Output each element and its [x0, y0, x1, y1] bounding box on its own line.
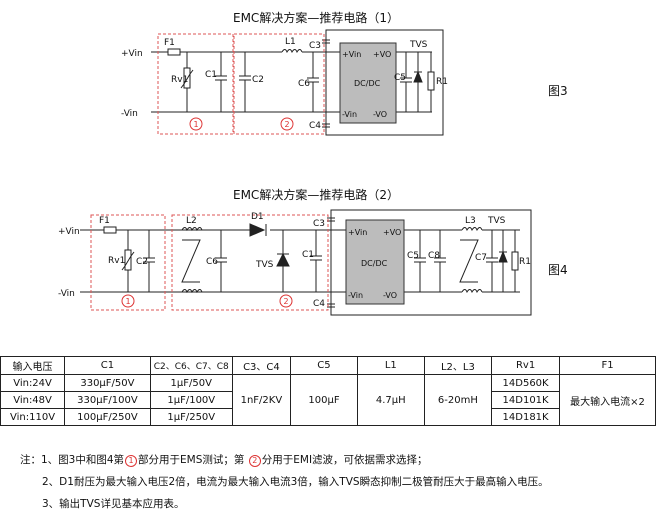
zone-1-number: 1 — [125, 297, 130, 306]
header-c3-c4: C3、C4 — [231, 356, 292, 375]
module-name: DC/DC — [361, 259, 388, 268]
header-f1: F1 — [559, 356, 656, 375]
note-2: 2、D1耐压为最大输入电压2倍，电流为最大输入电流3倍，输入TVS瞬态抑制二极管… — [42, 476, 549, 488]
figure-4-label: 图4 — [548, 263, 568, 277]
label-tvs: TVS — [409, 40, 428, 50]
label-l2: L2 — [186, 216, 197, 226]
label-c2: C2 — [136, 257, 148, 267]
note-1-part-b: 部分用于EMS测试；第 — [138, 454, 245, 466]
module-vo-pos: +VO — [373, 50, 391, 59]
label-c4: C4 — [309, 121, 321, 131]
cell-rv1: 14D101K — [491, 391, 561, 409]
label-vin-pos: +Vin — [58, 227, 80, 237]
zone-2-number: 2 — [284, 120, 289, 129]
zone-2-number: 2 — [283, 297, 288, 306]
cell-c5: 100μF — [290, 374, 358, 426]
header-rv1: Rv1 — [491, 356, 561, 375]
header-input-voltage: 输入电压 — [0, 356, 66, 375]
header-c5: C5 — [290, 356, 358, 375]
cell-f1: 最大输入电流×2 — [559, 374, 656, 426]
label-c5: C5 — [407, 251, 419, 261]
component-spec-table: 输入电压 C1 C2、C6、C7、C8 C3、C4 C5 L1 L2、L3 Rv… — [0, 356, 656, 426]
label-r1: R1 — [436, 77, 448, 87]
module-vin-pos: +Vin — [342, 50, 361, 59]
module-vo-neg: -VO — [383, 291, 397, 300]
table-row: Vin:48V 330μF/100V 1μF/100V 14D101K — [0, 391, 656, 409]
figure-1-title: EMC解决方案—推荐电路（1） — [233, 11, 399, 25]
zone-1-marker: 1 — [125, 455, 138, 467]
cell-c3-c4: 1nF/2KV — [231, 374, 292, 426]
label-tvs-in: TVS — [255, 260, 274, 270]
module-vo-neg: -VO — [373, 110, 387, 119]
note-3: 3、输出TVS详见基本应用表。 — [42, 498, 185, 510]
label-c8: C8 — [428, 251, 440, 261]
label-r1: R1 — [519, 257, 531, 267]
cell-input-voltage: Vin:110V — [0, 408, 66, 426]
module-vin-neg: -Vin — [348, 291, 363, 300]
label-f1: F1 — [164, 38, 175, 48]
label-c5: C5 — [394, 73, 406, 83]
label-c4: C4 — [313, 299, 325, 309]
module-name: DC/DC — [354, 79, 381, 88]
label-c1: C1 — [302, 250, 314, 260]
label-rv1: Rv1 — [108, 256, 125, 266]
cell-c1: 330μF/100V — [64, 391, 151, 409]
cell-c2-c6-c7-c8: 1μF/100V — [149, 391, 233, 409]
circuit-diagram-1: 1 2 +Vin -Vin F1 Rv1 C1 C2 L1 C6 C3 C4 +… — [121, 29, 448, 136]
cell-l1: 4.7μH — [356, 374, 425, 426]
label-c2: C2 — [252, 75, 264, 85]
module-vin-neg: -Vin — [342, 110, 357, 119]
label-d1: D1 — [251, 212, 264, 222]
header-l1: L1 — [356, 356, 425, 375]
cell-c2-c6-c7-c8: 1μF/250V — [149, 408, 233, 426]
cell-input-voltage: Vin:24V — [0, 374, 66, 392]
figure-2-title: EMC解决方案—推荐电路（2） — [233, 188, 399, 202]
module-vin-pos: +Vin — [348, 228, 367, 237]
note-1-part-a: 注：1、图3中和图4第 — [20, 454, 125, 466]
note-1-part-c: 分用于EMI滤波，可依据需求选择； — [261, 454, 428, 466]
header-c2-c6-c7-c8: C2、C6、C7、C8 — [149, 356, 233, 375]
label-c3: C3 — [309, 41, 321, 51]
table-header-row: 输入电压 C1 C2、C6、C7、C8 C3、C4 C5 L1 L2、L3 Rv… — [0, 356, 656, 375]
cell-rv1: 14D181K — [491, 408, 561, 426]
label-c7: C7 — [475, 253, 487, 263]
circuit-diagram-2: 1 2 +Vin -Vin F1 Rv1 C2 L2 C6 D1 TVS C1 … — [58, 209, 532, 316]
label-c6: C6 — [298, 79, 310, 89]
label-l3: L3 — [465, 216, 476, 226]
label-tvs: TVS — [487, 216, 506, 226]
zone-2-marker: 2 — [248, 455, 261, 467]
label-vin-neg: -Vin — [121, 109, 138, 119]
label-vin-pos: +Vin — [121, 49, 143, 59]
table-row: Vin:110V 100μF/250V 1μF/250V 14D181K — [0, 408, 656, 426]
label-rv1: Rv1 — [171, 75, 188, 85]
module-vo-pos: +VO — [383, 228, 401, 237]
cell-l2-l3: 6-20mH — [423, 374, 493, 426]
zone-1-number: 1 — [193, 120, 198, 129]
header-l2-l3: L2、L3 — [423, 356, 493, 375]
cell-c1: 330μF/50V — [64, 374, 151, 392]
cell-rv1: 14D560K — [491, 374, 561, 392]
label-vin-neg: -Vin — [58, 289, 75, 299]
label-c1: C1 — [205, 70, 217, 80]
label-f1: F1 — [99, 216, 110, 226]
cell-c1: 100μF/250V — [64, 408, 151, 426]
table-row: Vin:24V 330μF/50V 1μF/50V 1nF/2KV 100μF … — [0, 374, 656, 426]
cell-input-voltage: Vin:48V — [0, 391, 66, 409]
label-c6: C6 — [206, 257, 218, 267]
figure-3-label: 图3 — [548, 84, 568, 98]
label-c3: C3 — [313, 219, 325, 229]
cell-c2-c6-c7-c8: 1μF/50V — [149, 374, 233, 392]
label-l1: L1 — [285, 37, 296, 47]
header-c1: C1 — [64, 356, 151, 375]
